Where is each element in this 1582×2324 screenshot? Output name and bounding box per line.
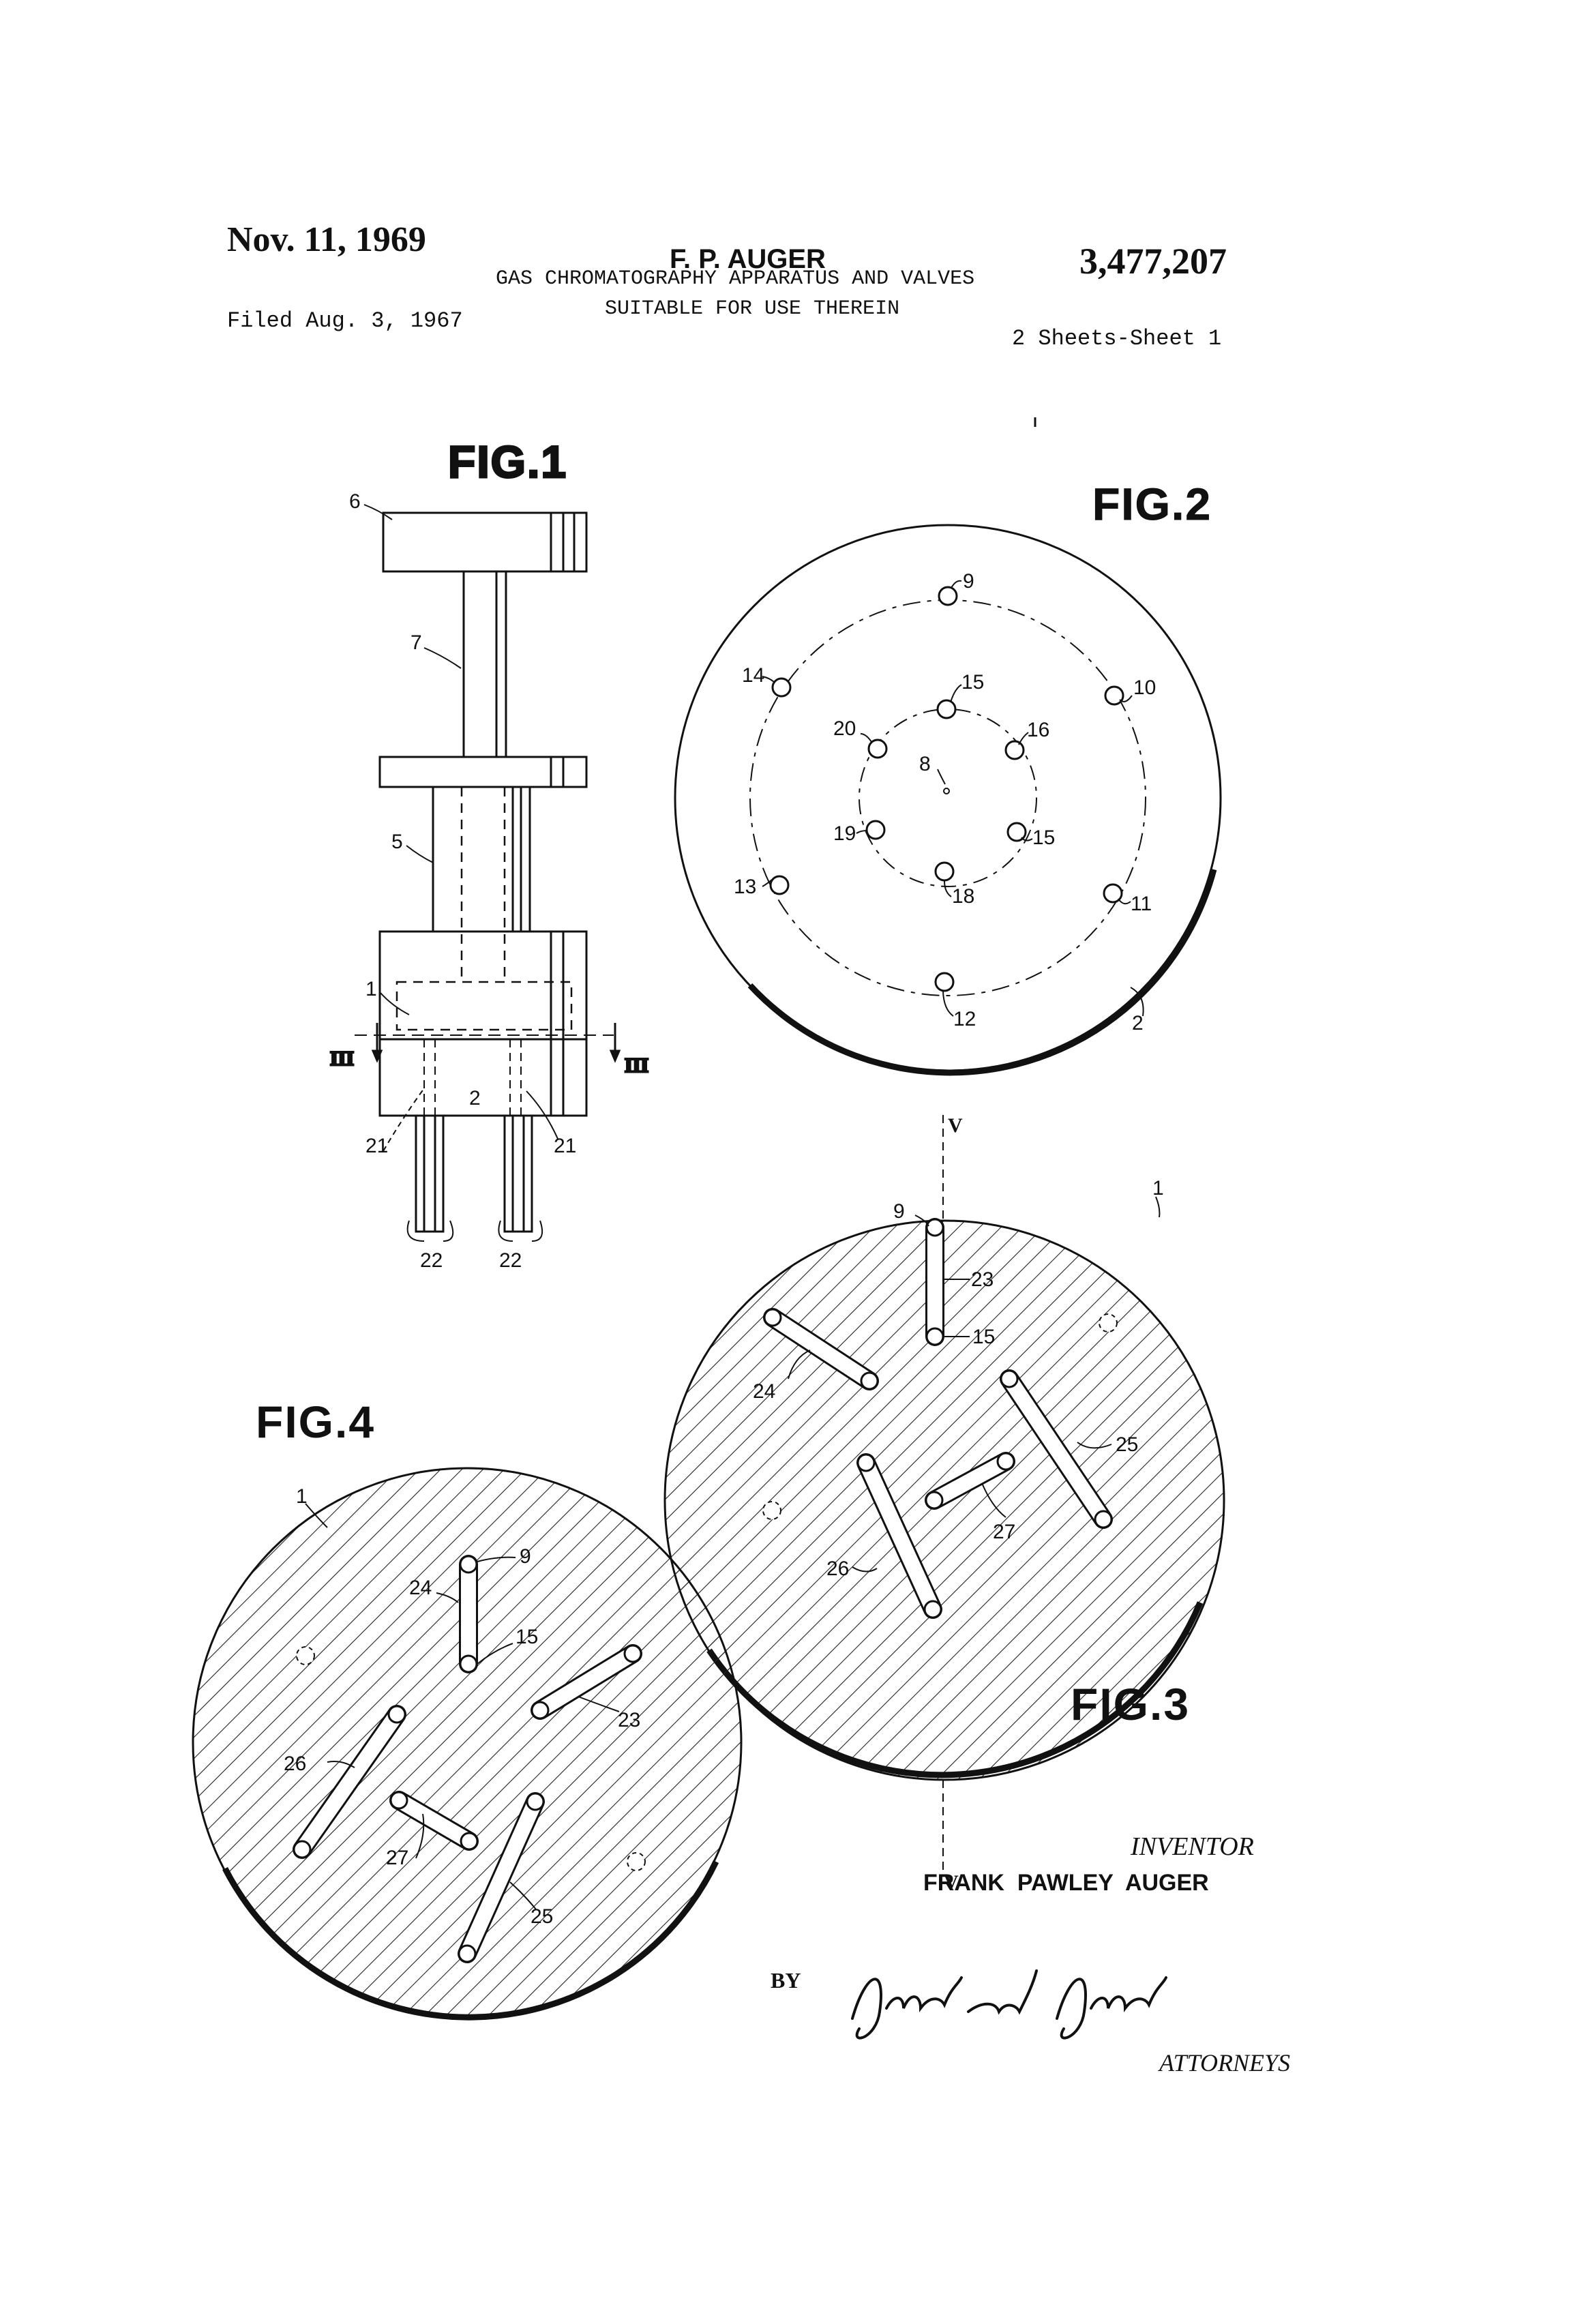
fig3-slot-23	[927, 1219, 943, 1345]
shaft-7	[464, 571, 506, 757]
stator-2	[380, 1039, 586, 1116]
fig4-unused-port-right	[627, 1853, 645, 1871]
body-5	[433, 787, 530, 932]
fig4-label-23: 23	[618, 1709, 640, 1731]
fig1-label-1: 1	[365, 978, 377, 1000]
fig1-label-21-right: 21	[554, 1135, 576, 1157]
fig2-center-8	[944, 788, 949, 794]
by-label: BY	[771, 1968, 801, 1993]
fig2-port-14	[773, 679, 790, 696]
fig3-label-9: 9	[893, 1200, 905, 1223]
fig3-unused-port-right	[1099, 1314, 1117, 1332]
fig4-label-1: 1	[296, 1485, 308, 1508]
fig4-label-15: 15	[516, 1626, 538, 1648]
fig3-section-label-top: V	[948, 1114, 963, 1137]
fig3-label-27: 27	[993, 1521, 1015, 1543]
fig2-port-12	[936, 973, 953, 991]
fig3-label-15: 15	[972, 1326, 995, 1348]
fig2-label-13: 13	[734, 876, 756, 898]
fig4-label-9: 9	[520, 1545, 531, 1568]
attorneys-caption: ATTORNEYS	[1159, 2049, 1290, 2077]
fig1-section-label-right: III	[625, 1054, 648, 1077]
fig4-label-25: 25	[531, 1905, 553, 1928]
fig3-rotor-section: V V	[665, 1114, 1224, 1894]
fig2-outer-pitch-circle	[750, 600, 1146, 996]
fig2-port-10	[1105, 687, 1123, 704]
fig2-label-8: 8	[919, 753, 931, 775]
inventor-name: FRANK PAWLEY AUGER	[923, 1870, 1209, 1896]
fig1-label-7: 7	[411, 631, 422, 654]
fig3-title: FIG.3	[1071, 1679, 1190, 1729]
fig2-label-12: 12	[953, 1008, 976, 1030]
fig2-label-18: 18	[952, 885, 974, 908]
rotor-1	[380, 932, 586, 1039]
fig2-port-18	[936, 863, 953, 880]
fig2-label-20: 20	[833, 717, 856, 740]
fig2-label-14: 14	[742, 664, 764, 687]
fig3-label-26: 26	[826, 1558, 849, 1580]
tube-22-right	[505, 1116, 532, 1232]
fig2-stator-face: FIG.2	[675, 479, 1221, 1073]
fig2-label-15-right: 15	[1032, 826, 1055, 849]
fig1-label-22-left: 22	[420, 1249, 443, 1272]
fig2-label-2: 2	[1132, 1012, 1144, 1034]
fig2-label-15-top: 15	[961, 671, 984, 694]
fig2-label-19: 19	[833, 822, 856, 845]
fig1-label-6: 6	[349, 490, 361, 513]
fig4-unused-port-left	[297, 1647, 314, 1665]
fig2-port-9	[939, 587, 957, 605]
fig1-section-label-left: III	[330, 1047, 354, 1070]
fig2-title: FIG.2	[1092, 479, 1212, 529]
fig4-label-24: 24	[409, 1577, 432, 1599]
fig4-rotor-alternate-position: FIG.4	[193, 1397, 741, 2017]
fig4-title: FIG.4	[256, 1397, 375, 1447]
inventor-caption: INVENTOR	[1131, 1832, 1254, 1862]
fig2-label-16: 16	[1027, 719, 1049, 741]
fig3-label-1: 1	[1152, 1177, 1164, 1200]
fig3-label-24: 24	[753, 1380, 775, 1403]
fig2-port-15-top	[938, 700, 955, 718]
fig3-label-25: 25	[1116, 1433, 1138, 1456]
fig4-label-27: 27	[386, 1847, 408, 1869]
fig1-label-21-left: 21	[365, 1135, 388, 1157]
attorney-signature-artwork	[852, 1971, 1166, 2038]
fig1-title: FIG.1	[448, 436, 567, 487]
fig2-port-19	[867, 821, 884, 839]
fig4-label-26: 26	[284, 1753, 306, 1775]
fig2-port-20	[869, 740, 886, 758]
collar	[380, 757, 586, 787]
fig3-unused-port-left	[763, 1502, 781, 1519]
fig1-label-2: 2	[469, 1087, 481, 1109]
fig2-reference-numerals: 9 10 11 12 13 14 15 16 15 18 19 20 8 2	[734, 570, 1156, 1034]
fig1-valve-side-view: FIG.1 III III	[330, 417, 1035, 1241]
fig1-label-22-right: 22	[499, 1249, 522, 1272]
fig2-label-9: 9	[963, 570, 974, 593]
fig2-port-13	[771, 876, 788, 894]
fig4-slot-24	[460, 1556, 477, 1672]
fig2-label-10: 10	[1133, 676, 1156, 699]
fig1-label-5: 5	[391, 831, 403, 853]
tube-22-left	[416, 1116, 443, 1232]
knob-6	[383, 513, 586, 571]
fig2-label-11: 11	[1131, 893, 1152, 915]
fig2-inner-pitch-circle	[859, 709, 1036, 887]
fig2-port-16	[1006, 741, 1024, 759]
fig3-label-23: 23	[971, 1268, 994, 1291]
